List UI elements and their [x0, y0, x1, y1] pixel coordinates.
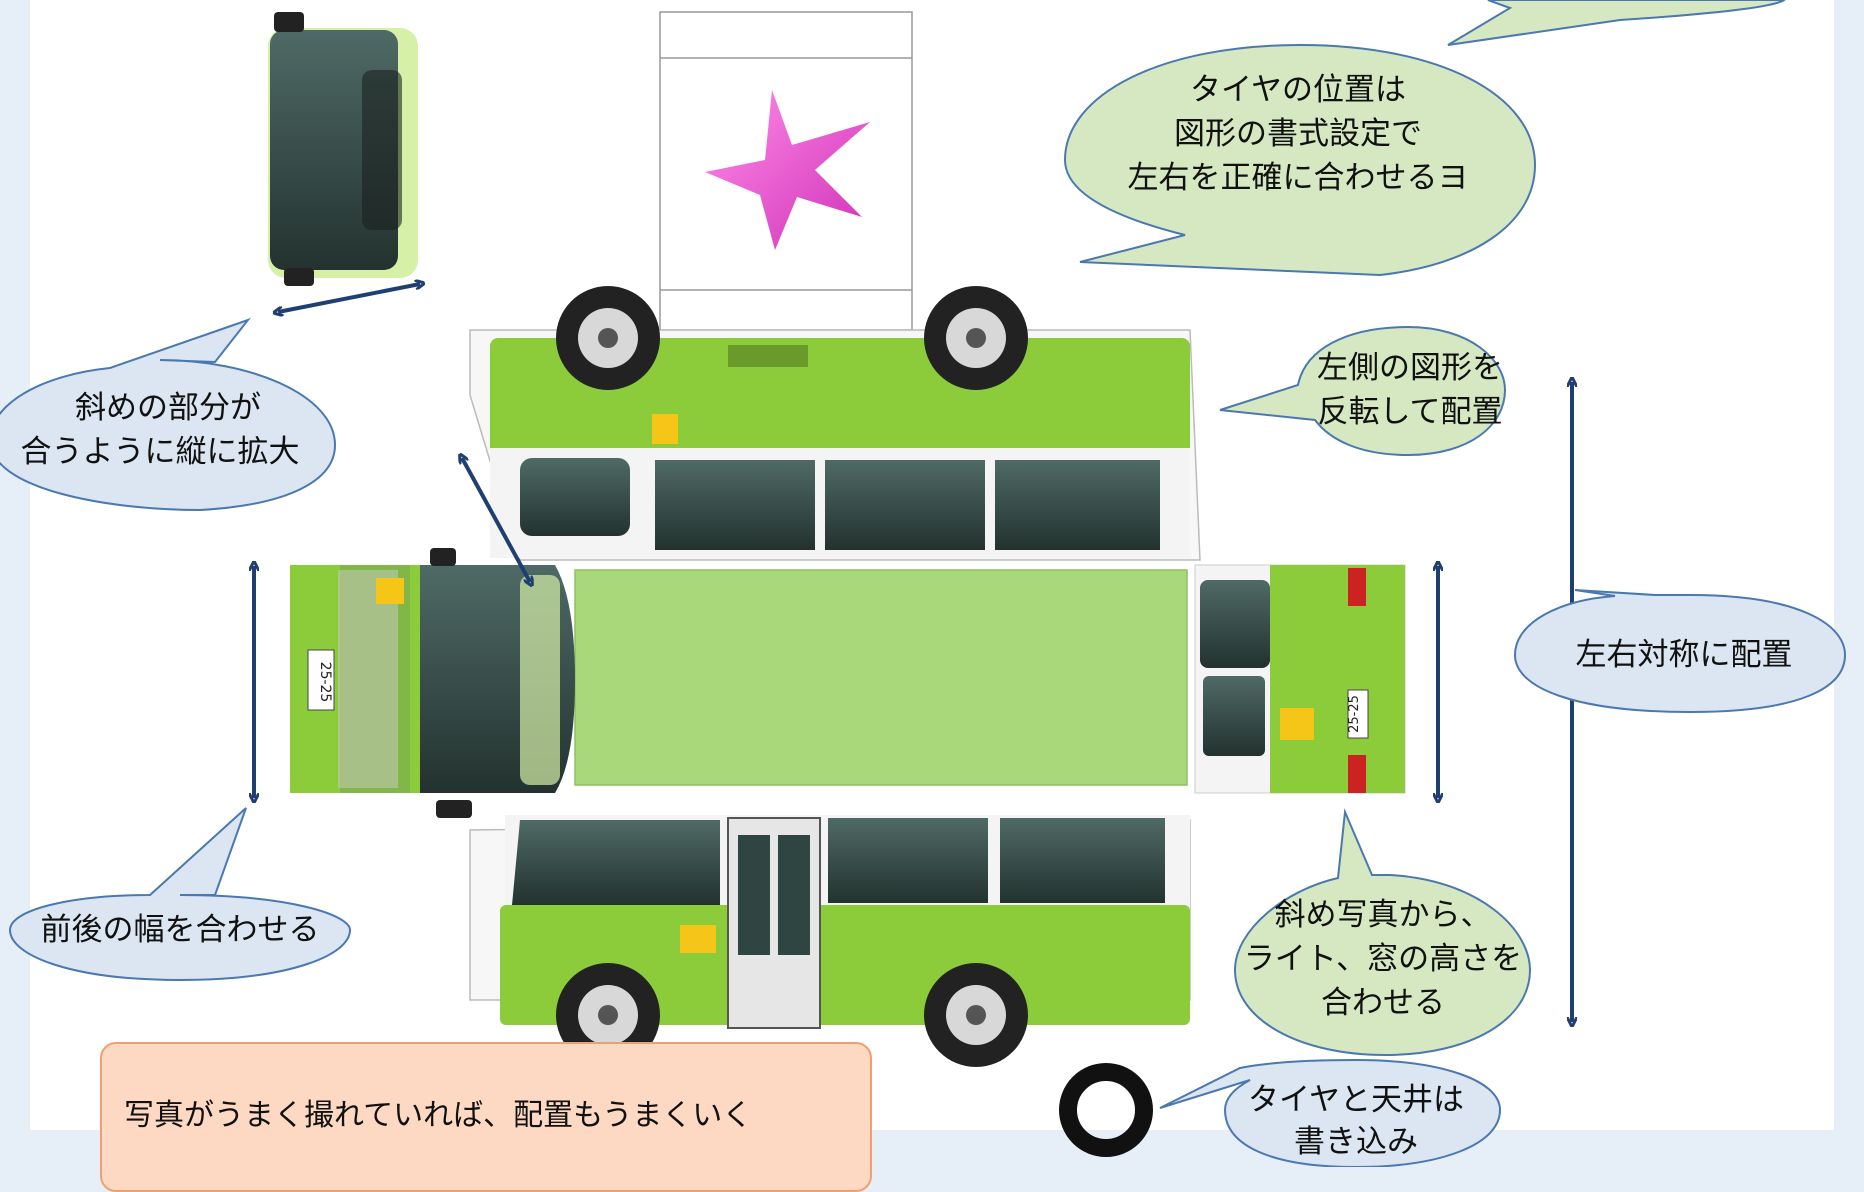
callout-tire-roof: タイヤと天井は 書き込み: [1159, 1058, 1502, 1169]
callout-partial: [1447, 0, 1786, 46]
star-icon: [705, 90, 870, 250]
callout-flip-left-line-1: 左側の図形を: [1317, 350, 1503, 386]
bus-front-face: 25-25: [290, 548, 575, 818]
double-arrow-icon: [278, 284, 420, 312]
callout-tire-position-line-3: 左右を正確に合わせるヨ: [1128, 160, 1469, 196]
side-windows-upper: [655, 460, 1160, 550]
plate-front: 25-25: [317, 662, 333, 703]
note-text: 写真がうまく撮れていれば、配置もうまくいく: [124, 1098, 753, 1133]
callout-tire-position-line-2: 図形の書式設定で: [1174, 116, 1422, 152]
double-arrow-icon: [462, 458, 530, 582]
callout-flip-left-line-2: 反転して配置: [1317, 394, 1502, 430]
guide-arrows: [254, 284, 1572, 1022]
school-sign-icon: [680, 925, 716, 953]
callout-tire-position-line-1: タイヤの位置は: [1190, 72, 1406, 108]
callout-height-match: 斜め写真から、 ライト、窓の高さを 合わせる: [1233, 808, 1532, 1057]
tire-ring-icon: [1059, 1063, 1153, 1157]
callout-front-rear-width-label: 前後の幅を合わせる: [41, 912, 320, 948]
callout-height-match-line-1: 斜め写真から、: [1275, 897, 1492, 933]
callout-tire-roof-line-1: タイヤと天井は: [1248, 1082, 1464, 1118]
floor-panel: [574, 569, 1188, 786]
callout-tire-position: タイヤの位置は 図形の書式設定で 左右を正確に合わせるヨ: [1063, 43, 1537, 277]
callout-symmetric: 左右対称に配置: [1513, 589, 1847, 714]
wheel-icon: [556, 286, 660, 390]
callout-diagonal-line-1: 斜めの部分が: [75, 390, 261, 426]
plate-rear: 25-25: [1347, 695, 1362, 733]
callout-tire-roof-line-2: 書き込み: [1294, 1124, 1418, 1160]
bus-front-top-view: [268, 12, 418, 286]
wheel-icon: [924, 286, 1028, 390]
callout-diagonal: 斜めの部分が 合うように縦に拡大: [0, 317, 337, 512]
school-sign-icon: [652, 414, 678, 444]
school-sign-icon: [376, 578, 404, 604]
wheel-icon: [556, 963, 660, 1067]
callout-symmetric-label: 左右対称に配置: [1576, 637, 1793, 673]
side-windows-lower: [828, 818, 1165, 903]
callout-flip-left: 左側の図形を 反転して配置: [1219, 325, 1507, 457]
bus-side-view-lower: [469, 815, 1191, 1067]
callout-diagonal-line-2: 合うように縦に拡大: [21, 434, 300, 470]
callout-height-match-line-3: 合わせる: [1321, 985, 1445, 1021]
roof-panel: [659, 11, 913, 331]
school-sign-icon: [1280, 708, 1314, 740]
callout-front-rear-width: 前後の幅を合わせる: [8, 807, 352, 982]
callout-height-match-line-2: ライト、窓の高さを: [1244, 941, 1522, 977]
wheel-icon: [924, 963, 1028, 1067]
bus-rear-face: 25-25: [1194, 564, 1406, 794]
papercraft-diagram: 25-25 25-25: [0, 0, 1847, 1169]
bus-side-view-upper: [469, 286, 1201, 561]
note-box: 写真がうまく撮れていれば、配置もうまくいく: [100, 1042, 872, 1192]
